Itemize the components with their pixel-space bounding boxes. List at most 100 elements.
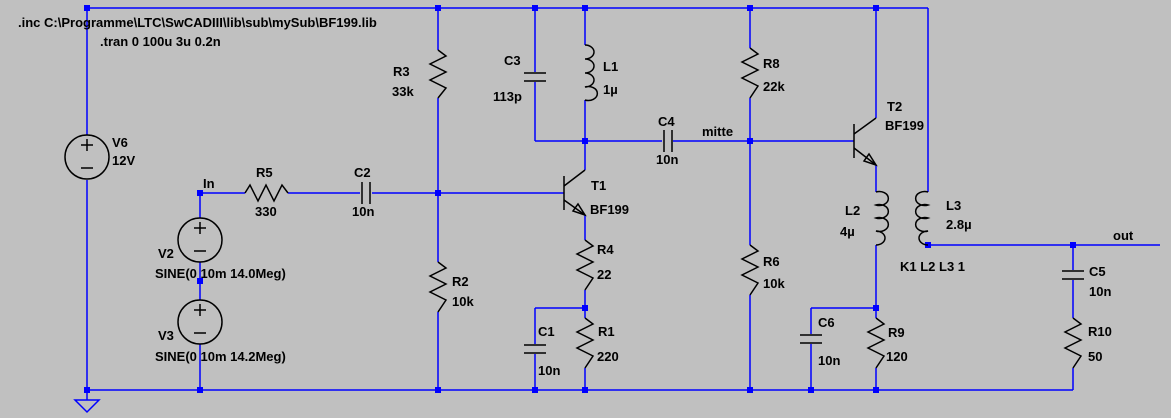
- r4-value-label: 22: [597, 267, 611, 282]
- inductor-l3[interactable]: [914, 190, 931, 246]
- junction-dot: [435, 5, 441, 11]
- l1-value-label: 1µ: [603, 82, 618, 97]
- wires: [86, 7, 1160, 400]
- c3-value-label: 113p: [493, 89, 522, 104]
- junction-dot: [435, 190, 441, 196]
- resistor-r1[interactable]: [575, 317, 595, 369]
- net-label-in: In: [203, 176, 215, 191]
- junction-dot: [747, 387, 753, 393]
- transistor-t2[interactable]: [853, 117, 878, 167]
- junction-dot: [582, 305, 588, 311]
- junction-dot: [873, 305, 879, 311]
- junction-dot: [582, 5, 588, 11]
- junction-dot: [582, 387, 588, 393]
- voltage-source-v2[interactable]: [177, 217, 223, 263]
- junction-dot: [197, 278, 203, 284]
- r8-name-label: R8: [763, 56, 780, 71]
- r5-name-label: R5: [256, 165, 273, 180]
- capacitor-c6[interactable]: [800, 334, 822, 344]
- v3-value-label: SINE(0 10m 14.2Meg): [155, 349, 286, 364]
- r8-value-label: 22k: [763, 79, 785, 94]
- capacitor-c5[interactable]: [1062, 270, 1084, 280]
- capacitor-c3[interactable]: [524, 72, 546, 82]
- c4-name-label: C4: [658, 114, 675, 129]
- c2-name-label: C2: [354, 165, 371, 180]
- c5-name-label: C5: [1089, 264, 1106, 279]
- inductor-l2[interactable]: [873, 190, 890, 246]
- c2-value-label: 10n: [352, 204, 374, 219]
- junction-dot: [808, 387, 814, 393]
- v2-name-label: V2: [158, 246, 174, 261]
- junction-dot: [873, 5, 879, 11]
- junction-dot: [84, 5, 90, 11]
- resistor-r8[interactable]: [740, 47, 760, 99]
- junction-dot: [747, 138, 753, 144]
- t2-name-label: T2: [887, 99, 902, 114]
- ground-symbol: [73, 399, 101, 414]
- t1-value-label: BF199: [590, 202, 629, 217]
- net-label-out: out: [1113, 228, 1134, 243]
- r5-value-label: 330: [255, 204, 277, 219]
- c6-name-label: C6: [818, 315, 835, 330]
- t1-name-label: T1: [591, 178, 606, 193]
- capacitor-c4[interactable]: [663, 130, 673, 152]
- r9-name-label: R9: [888, 325, 905, 340]
- include-directive: .inc C:\Programme\LTC\SwCADIII\lib\sub\m…: [18, 15, 377, 30]
- coupling-directive: K1 L2 L3 1: [900, 259, 965, 274]
- transistor-t1[interactable]: [563, 169, 587, 217]
- c5-value-label: 10n: [1089, 284, 1111, 299]
- l3-name-label: L3: [946, 198, 961, 213]
- r2-name-label: R2: [452, 274, 469, 289]
- v3-name-label: V3: [158, 328, 174, 343]
- r10-value-label: 50: [1088, 349, 1102, 364]
- v6-value-label: 12V: [112, 153, 135, 168]
- resistor-r3[interactable]: [428, 49, 448, 99]
- junction-dot: [582, 138, 588, 144]
- c3-name-label: C3: [504, 53, 521, 68]
- inductor-l1[interactable]: [584, 44, 599, 102]
- r4-name-label: R4: [597, 242, 614, 257]
- r10-name-label: R10: [1088, 324, 1112, 339]
- resistor-r6[interactable]: [740, 244, 760, 296]
- r9-value-label: 120: [886, 349, 908, 364]
- capacitor-c2[interactable]: [361, 182, 371, 204]
- r3-name-label: R3: [393, 64, 410, 79]
- t2-value-label: BF199: [885, 118, 924, 133]
- l2-value-label: 4µ: [840, 224, 855, 239]
- resistor-r10[interactable]: [1063, 317, 1083, 369]
- r3-value-label: 33k: [392, 84, 414, 99]
- r1-name-label: R1: [598, 324, 615, 339]
- c1-name-label: C1: [538, 324, 555, 339]
- voltage-source-v6[interactable]: [64, 134, 110, 180]
- junction-dot: [747, 5, 753, 11]
- r2-value-label: 10k: [452, 294, 474, 309]
- c4-value-label: 10n: [656, 152, 678, 167]
- v6-name-label: V6: [112, 135, 128, 150]
- resistor-r2[interactable]: [428, 261, 448, 313]
- junctions: [84, 5, 1076, 393]
- junction-dot: [435, 387, 441, 393]
- junction-dot: [532, 387, 538, 393]
- resistor-r9[interactable]: [866, 317, 886, 369]
- net-label-mitte: mitte: [702, 124, 733, 139]
- r6-value-label: 10k: [763, 276, 785, 291]
- resistor-r4[interactable]: [575, 239, 595, 291]
- junction-dot: [197, 190, 203, 196]
- c1-value-label: 10n: [538, 363, 560, 378]
- r1-value-label: 220: [597, 349, 619, 364]
- c6-value-label: 10n: [818, 353, 840, 368]
- resistor-r5[interactable]: [244, 183, 289, 203]
- voltage-source-v3[interactable]: [177, 299, 223, 345]
- tran-directive: .tran 0 100u 3u 0.2n: [100, 34, 221, 49]
- r6-name-label: R6: [763, 254, 780, 269]
- capacitor-c1[interactable]: [524, 344, 546, 354]
- l1-name-label: L1: [603, 59, 618, 74]
- junction-dot: [197, 387, 203, 393]
- l2-name-label: L2: [845, 203, 860, 218]
- junction-dot: [84, 387, 90, 393]
- v2-value-label: SINE(0 10m 14.0Meg): [155, 266, 286, 281]
- junction-dot: [873, 387, 879, 393]
- l3-value-label: 2.8µ: [946, 217, 972, 232]
